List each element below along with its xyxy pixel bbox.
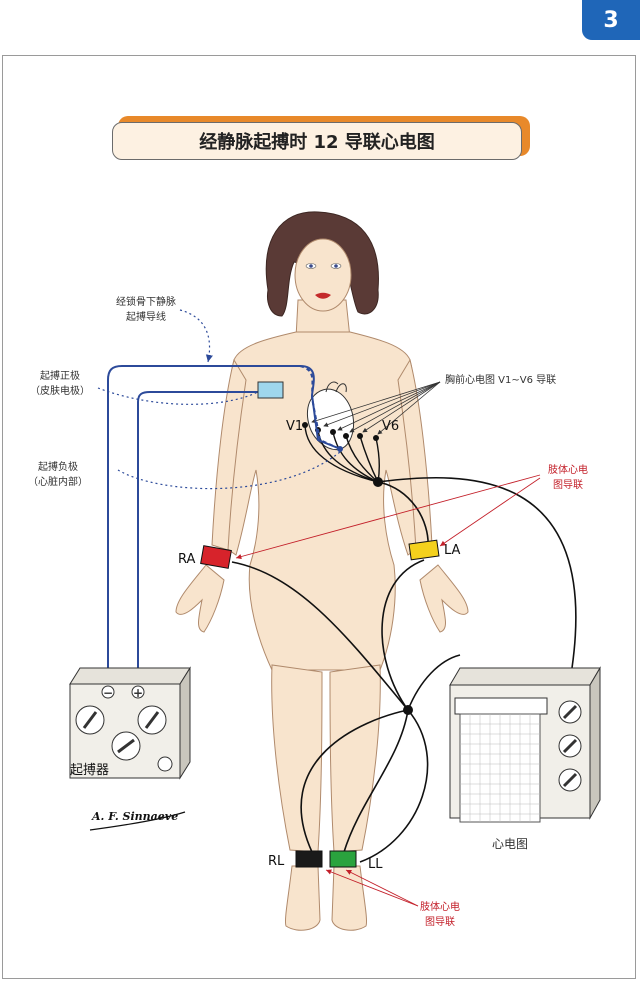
chest-lead-pointers	[311, 381, 441, 435]
limb-leads-lower-label-2: 图导联	[425, 916, 455, 928]
limb-lead-arrows	[235, 474, 541, 907]
page-number-badge: 3	[582, 0, 640, 40]
ground-terminal	[157, 756, 173, 772]
v4-electrode	[343, 433, 349, 439]
pacemaker-label: 起搏器	[70, 762, 109, 778]
chest-electrodes	[302, 422, 379, 441]
v6-label: V6	[382, 419, 399, 434]
ecg-machine	[449, 666, 601, 823]
limb-leads-upper-label-2: 图导联	[553, 479, 583, 491]
dotted-pointers	[97, 309, 341, 490]
signature-underline	[89, 811, 186, 831]
head	[265, 211, 379, 317]
la-label: LA	[444, 543, 461, 558]
ll-label: LL	[368, 857, 383, 872]
figure-title: 经静脉起搏时 12 导联心电图	[199, 132, 435, 153]
limb-electrode-bands	[200, 539, 440, 868]
minus-sign: −	[103, 686, 113, 700]
plus-sign: +	[133, 686, 143, 700]
ra-label: RA	[178, 552, 196, 567]
rl-band	[295, 850, 323, 868]
lead-tip	[337, 446, 343, 452]
neg-electrode-label-1: 起搏负极	[38, 460, 78, 473]
pos-electrode-label-1: 起搏正极	[40, 369, 80, 382]
rl-label: RL	[268, 854, 285, 869]
pacemaker-device	[69, 666, 191, 780]
figure-title-box: 经静脉起搏时 12 导联心电图	[112, 122, 522, 160]
figure-frame	[2, 55, 636, 979]
v3-electrode	[330, 429, 336, 435]
body-figure	[175, 299, 469, 931]
minus-terminal	[101, 685, 115, 699]
chest-leads-label: 胸前心电图 V1~V6 导联	[445, 373, 556, 386]
ecg-machine-label: 心电图	[492, 837, 528, 851]
pacing-lead-label-1: 经锁骨下静脉	[116, 295, 176, 308]
la-band	[408, 539, 440, 561]
pacing-lead-label-2: 起搏导线	[126, 310, 166, 323]
pos-electrode-label-2: （皮肤电极）	[30, 384, 90, 397]
plus-terminal	[131, 685, 145, 699]
lower-junction	[403, 705, 413, 715]
limb-lead-wires	[231, 476, 577, 863]
v5-electrode	[357, 433, 363, 439]
intracardiac-lead	[299, 365, 339, 449]
signature: A. F. Sinnaeve	[91, 810, 178, 823]
v1-label: V1	[286, 419, 303, 434]
v6-electrode	[373, 435, 379, 441]
skin-electrode	[257, 381, 284, 399]
neg-electrode-label-2: （心脏内部）	[28, 475, 88, 488]
limb-leads-lower-label-1: 肢体心电	[420, 900, 460, 913]
ra-band	[200, 545, 232, 569]
limb-leads-upper-label-1: 肢体心电	[548, 463, 588, 476]
ll-band	[329, 850, 357, 868]
page-number: 3	[603, 7, 619, 33]
v1-electrode	[302, 422, 308, 428]
